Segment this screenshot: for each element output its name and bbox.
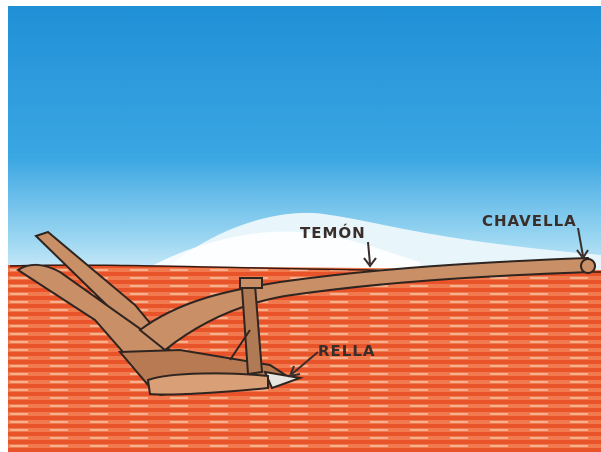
label-chavella: CHAVELLA [482,212,577,230]
label-temon: TEMÓN [300,223,366,242]
paper-left-border [0,0,8,452]
paper-top-border [0,0,601,6]
chavella-ring [581,259,595,273]
stanchion-cap [240,278,262,288]
label-rella: RELLA [318,342,376,360]
